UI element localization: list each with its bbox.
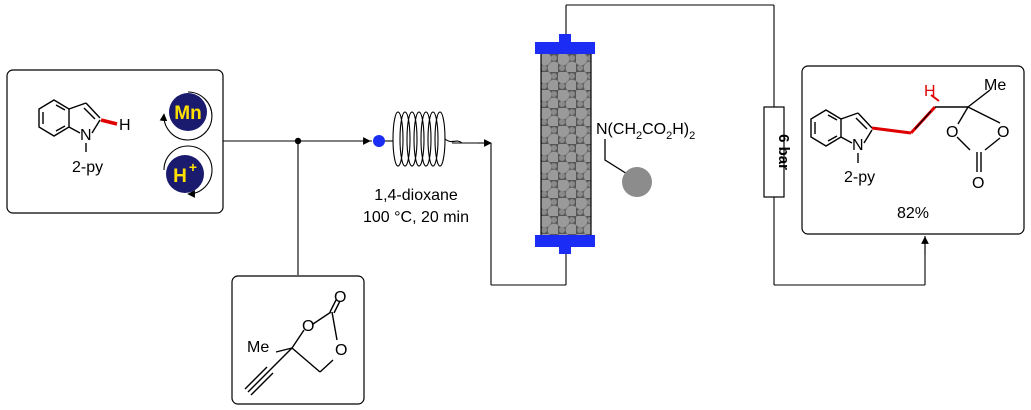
product-box-frame bbox=[801, 65, 1025, 235]
solvent-label: 1,4-dioxane bbox=[374, 187, 458, 204]
product-2py-label: 2-py bbox=[844, 169, 875, 186]
product-n-label: N bbox=[852, 137, 864, 154]
reactant-h-label: H bbox=[119, 117, 131, 134]
product-me-label: Me bbox=[984, 77, 1006, 94]
column-cap-top-connector bbox=[559, 34, 571, 43]
product-indole-structure bbox=[810, 109, 873, 163]
reagent-me-label: Me bbox=[247, 339, 269, 356]
reactant-2py-label: 2-py bbox=[72, 159, 103, 176]
column-cap-bottom-connector bbox=[559, 246, 571, 254]
mn-catalyst-cycle: Mn bbox=[159, 91, 213, 141]
coil-reactor: 1,4-dioxane 100 °C, 20 min bbox=[363, 111, 478, 226]
resin-n-text: N(CH bbox=[596, 121, 636, 138]
resin-co-text: CO bbox=[642, 121, 666, 138]
vinyl-double-bond bbox=[914, 110, 932, 130]
product-box: H Me N 2-py O O O 82% bbox=[801, 65, 1025, 235]
reagent-o-top: O bbox=[302, 318, 314, 335]
column-cap-bottom bbox=[535, 235, 595, 247]
yield-label: 82% bbox=[897, 205, 929, 222]
svg-text:N(CH2CO2H)2: N(CH2CO2H)2 bbox=[596, 121, 695, 142]
cycle-arrow-icon bbox=[159, 91, 213, 141]
product-o-carbonyl: O bbox=[972, 175, 984, 192]
product-o-left: O bbox=[946, 124, 958, 141]
reagent-o-right: O bbox=[335, 342, 347, 359]
indole-structure bbox=[38, 99, 101, 152]
mn-circle bbox=[169, 93, 207, 131]
mn-label: Mn bbox=[174, 103, 201, 124]
t-junction bbox=[294, 137, 302, 145]
column-cap-top bbox=[535, 42, 595, 54]
mixer-dot bbox=[373, 135, 385, 147]
resin-h-text: H) bbox=[672, 121, 689, 138]
reagent-box: O O O Me bbox=[231, 275, 365, 405]
cyclic-carbonate-structure bbox=[244, 299, 341, 396]
resin-sub: 2 bbox=[666, 130, 672, 142]
packed-column bbox=[535, 34, 595, 254]
resin-linker bbox=[604, 139, 633, 178]
resin-sub: 2 bbox=[636, 130, 642, 142]
vinyl-h-bond bbox=[930, 94, 940, 102]
bpr-label: 6 bar bbox=[775, 134, 792, 170]
proton-label: H bbox=[173, 166, 187, 187]
product-h-label: H bbox=[924, 83, 936, 100]
resin-sub: 2 bbox=[689, 130, 695, 142]
conditions-label: 100 °C, 20 min bbox=[363, 209, 469, 226]
reactant-box: H N 2-py Mn H + bbox=[6, 69, 224, 214]
bpr-frame bbox=[763, 106, 785, 198]
vinyl-bond-highlight bbox=[871, 105, 937, 135]
resin-bed bbox=[540, 49, 592, 241]
proton-cycle: H + bbox=[163, 145, 213, 198]
proton-circle bbox=[166, 155, 204, 193]
reagent-box-frame bbox=[231, 275, 365, 405]
back-pressure-regulator: 6 bar bbox=[763, 106, 792, 198]
proton-charge: + bbox=[189, 159, 197, 175]
reagent-o-carbonyl: O bbox=[334, 289, 346, 306]
scavenger-resin: N(CH2CO2H)2 bbox=[596, 121, 695, 197]
coil-loops bbox=[385, 111, 478, 167]
ch-bond-highlight bbox=[100, 118, 118, 126]
resin-bead-icon bbox=[622, 167, 652, 197]
product-o-right: O bbox=[997, 124, 1009, 141]
cycle-arrow-icon bbox=[163, 145, 213, 198]
reactant-n-label: N bbox=[80, 127, 92, 144]
product-carbonate-structure bbox=[935, 89, 1001, 172]
